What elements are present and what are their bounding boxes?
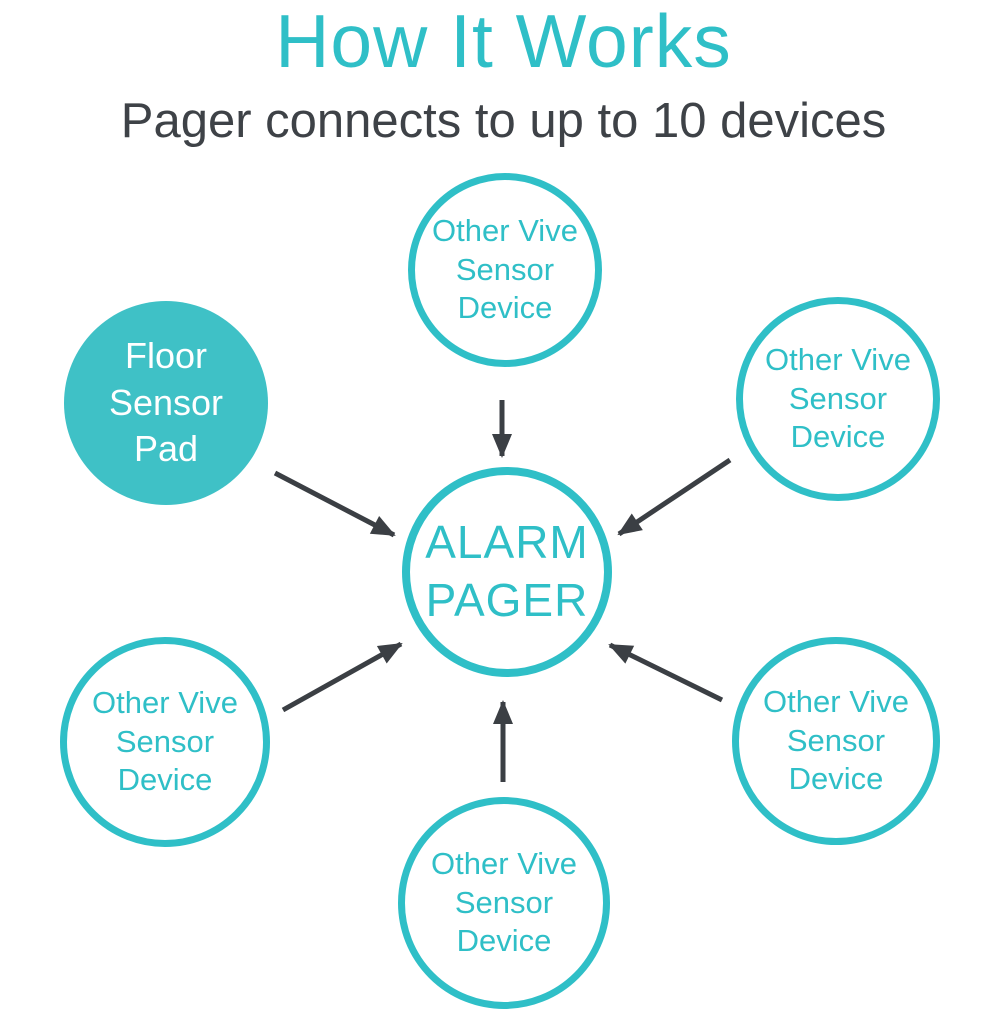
- node-label-line: Other Vive: [432, 213, 578, 249]
- node-label-line: Other Vive: [763, 684, 909, 720]
- page-subtitle: Pager connects to up to 10 devices: [120, 94, 887, 148]
- arrow-bottom-left-to-center: [281, 641, 403, 713]
- node-label-line: Device: [790, 419, 886, 455]
- arrow-bottom-right-to-center: [608, 642, 724, 703]
- node-label: Other Vive Sensor Device: [92, 684, 238, 799]
- node-other-vive-bottom-right: Other Vive Sensor Device: [732, 637, 940, 845]
- node-label-line: Device: [456, 923, 552, 959]
- node-floor-sensor-pad: Floor Sensor Pad: [64, 301, 268, 505]
- node-label-line: Pad: [133, 428, 199, 470]
- arrow-top-right-to-center: [617, 457, 732, 537]
- node-label-line: Other Vive: [765, 342, 911, 378]
- node-label-line: Floor: [124, 334, 207, 376]
- node-label: Floor Sensor Pad: [109, 333, 223, 473]
- node-label-line: Sensor: [115, 723, 215, 759]
- node-label-line: Device: [788, 761, 884, 797]
- node-label: Other Vive Sensor Device: [763, 683, 909, 798]
- node-label-line: Sensor: [454, 884, 554, 920]
- node-label-line: Device: [117, 762, 213, 798]
- node-other-vive-bottom: Other Vive Sensor Device: [398, 797, 610, 1009]
- node-label-line: ALARM: [425, 516, 589, 569]
- node-label-line: Device: [457, 290, 553, 326]
- node-alarm-pager: ALARM PAGER: [402, 467, 612, 677]
- node-label: ALARM PAGER: [425, 514, 588, 630]
- node-label-line: PAGER: [425, 574, 589, 626]
- node-label: Other Vive Sensor Device: [431, 845, 577, 960]
- node-other-vive-top-right: Other Vive Sensor Device: [736, 297, 940, 501]
- arrow-floor-pad-to-center: [273, 470, 396, 538]
- node-label-line: Other Vive: [92, 685, 238, 721]
- node-label-line: Sensor: [786, 722, 886, 758]
- node-label-line: Sensor: [455, 251, 555, 287]
- node-label: Other Vive Sensor Device: [765, 341, 911, 456]
- page-title: How It Works: [275, 0, 732, 83]
- node-label-line: Sensor: [108, 381, 224, 423]
- node-other-vive-bottom-left: Other Vive Sensor Device: [60, 637, 270, 847]
- node-label-line: Other Vive: [431, 846, 577, 882]
- node-other-vive-top: Other Vive Sensor Device: [408, 173, 602, 367]
- node-label: Other Vive Sensor Device: [432, 212, 578, 327]
- node-label-line: Sensor: [788, 380, 888, 416]
